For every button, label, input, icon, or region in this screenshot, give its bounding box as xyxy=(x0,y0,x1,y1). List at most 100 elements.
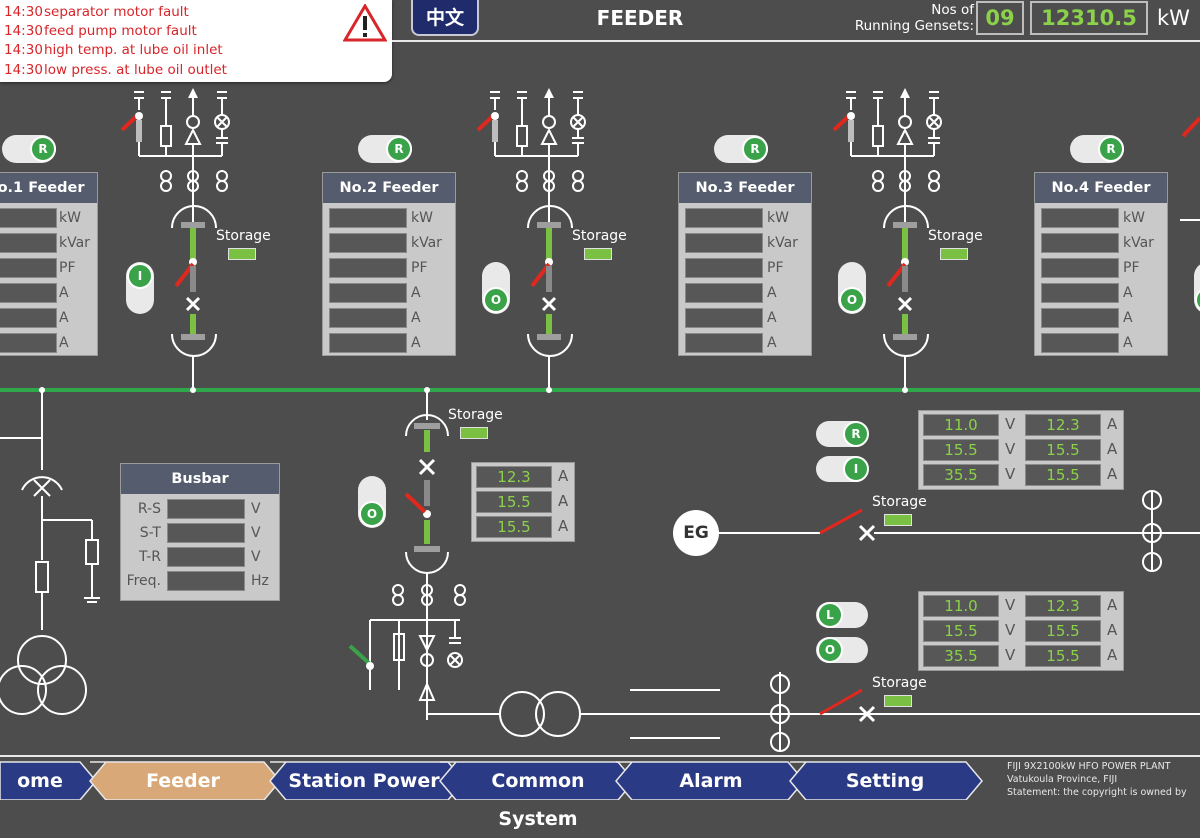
unit-label: A xyxy=(1123,285,1133,301)
feeder-1-remote-toggle[interactable]: R xyxy=(2,135,56,163)
feeder-panel-title: No.4 Feeder xyxy=(1035,173,1167,203)
alarm-item[interactable]: 14:30low press. at lube oil outlet xyxy=(4,62,227,78)
tab-alarm[interactable]: Alarm xyxy=(679,770,743,792)
current-value: 15.5 xyxy=(1025,645,1101,667)
feeder-value-pf xyxy=(1041,258,1119,278)
voltage-value: 11.0 xyxy=(923,595,999,617)
feeder-value-a xyxy=(1041,283,1119,303)
current-unit: A xyxy=(558,492,569,510)
eg-bottom-local-toggle[interactable]: L xyxy=(816,602,868,628)
feeder-panel-2: No.2 Feeder kW kVar PF A A A xyxy=(322,172,456,356)
storage-label: Storage xyxy=(448,407,503,423)
unit-label: A xyxy=(1123,310,1133,326)
feeder-value-kw xyxy=(329,208,407,228)
eg-top-remote-toggle[interactable]: R xyxy=(816,421,869,447)
warning-icon[interactable] xyxy=(343,4,387,42)
alarm-item[interactable]: 14:30high temp. at lube oil inlet xyxy=(4,42,223,58)
busbar-row-label: Freq. xyxy=(126,573,161,589)
incomer-breaker-toggle[interactable]: O xyxy=(358,476,386,528)
eg-top-meter: 11.0 V 12.3 A 15.5 V 15.5 A 35.5 V 15.5 … xyxy=(918,410,1124,490)
voltage-unit: V xyxy=(1005,415,1016,433)
alarm-item[interactable]: 14:30separator motor fault xyxy=(4,4,189,20)
feeder-4-remote-toggle[interactable]: R xyxy=(1070,135,1124,163)
feeder-3-remote-toggle[interactable]: R xyxy=(714,135,768,163)
busbar-unit: V xyxy=(251,549,261,565)
current-value: 12.3 xyxy=(1025,414,1101,436)
feeder-panel-1: No.1 Feeder kW kVar PF A A A xyxy=(0,172,98,356)
total-power-value: 12310.5 xyxy=(1030,1,1148,35)
tab-feeder[interactable]: Feeder xyxy=(146,770,220,792)
current-unit: A xyxy=(1107,596,1118,614)
feeder-2-breaker-toggle[interactable]: O xyxy=(482,262,510,314)
busbar-value xyxy=(167,499,245,519)
current-unit: A xyxy=(1107,415,1118,433)
feeder-value-kvar xyxy=(329,233,407,253)
feeder-value-pf xyxy=(685,258,763,278)
busbar-row-label: S-T xyxy=(139,525,161,541)
voltage-value: 35.5 xyxy=(923,464,999,486)
voltage-value: 11.0 xyxy=(923,414,999,436)
feeder-value-a xyxy=(329,333,407,353)
feeder-1-breaker-toggle[interactable]: I xyxy=(126,262,154,314)
total-power-unit: kW xyxy=(1157,6,1190,30)
feeder-3-breaker-toggle[interactable]: O xyxy=(838,262,866,314)
feeder-value-kvar xyxy=(685,233,763,253)
toggle-knob: R xyxy=(30,136,56,162)
eg-bottom-breaker-toggle[interactable]: O xyxy=(816,637,868,663)
storage-label: Storage xyxy=(572,228,627,244)
storage-indicator xyxy=(940,248,968,260)
eg-top-breaker-toggle[interactable]: I xyxy=(816,456,869,482)
current-unit: A xyxy=(1107,440,1118,458)
language-button[interactable]: 中文 xyxy=(411,0,479,36)
tab-station-power[interactable]: Station Power xyxy=(288,770,440,792)
feeder-value-a xyxy=(329,283,407,303)
unit-label: A xyxy=(767,285,777,301)
unit-label: kW xyxy=(767,210,789,226)
feeder-4-breaker-toggle[interactable]: O xyxy=(1194,262,1200,314)
current-unit: A xyxy=(558,517,569,535)
alarm-list[interactable]: 14:30separator motor fault 14:30feed pum… xyxy=(0,0,392,82)
unit-label: PF xyxy=(411,260,428,276)
busbar-unit: V xyxy=(251,501,261,517)
toggle-knob: I xyxy=(127,263,153,289)
busbar-title: Busbar xyxy=(121,464,279,494)
toggle-knob: O xyxy=(839,287,865,313)
current-value: 15.5 xyxy=(1025,439,1101,461)
emergency-generator-symbol[interactable]: EG xyxy=(673,510,719,556)
main-busbar-line xyxy=(0,388,1200,392)
toggle-knob: L xyxy=(817,602,843,628)
eg-bottom-meter: 11.0 V 12.3 A 15.5 V 15.5 A 35.5 V 15.5 … xyxy=(918,591,1124,671)
tab-home[interactable]: ome xyxy=(17,770,63,792)
feeder-value-pf xyxy=(0,258,57,278)
toggle-knob: O xyxy=(817,637,843,663)
unit-label: A xyxy=(411,285,421,301)
unit-label: PF xyxy=(59,260,76,276)
feeder-value-a xyxy=(0,308,57,328)
unit-label: A xyxy=(767,335,777,351)
page-title: FEEDER xyxy=(596,6,684,30)
current-unit: A xyxy=(1107,465,1118,483)
unit-label: A xyxy=(411,310,421,326)
busbar-value xyxy=(167,523,245,543)
current-unit: A xyxy=(558,467,569,485)
alarm-item[interactable]: 14:30feed pump motor fault xyxy=(4,23,197,39)
unit-label: PF xyxy=(1123,260,1140,276)
storage-indicator xyxy=(884,514,912,526)
unit-label: kW xyxy=(1123,210,1145,226)
feeder-panel-4: No.4 Feeder kW kVar PF A A A xyxy=(1034,172,1168,356)
tab-common-system[interactable]: Common System xyxy=(491,770,585,830)
storage-indicator xyxy=(460,427,488,439)
header-divider xyxy=(392,40,1200,42)
feeder-2-remote-toggle[interactable]: R xyxy=(358,135,412,163)
voltage-unit: V xyxy=(1005,596,1016,614)
voltage-unit: V xyxy=(1005,440,1016,458)
unit-label: kW xyxy=(59,210,81,226)
unit-label: kVar xyxy=(767,235,798,251)
voltage-unit: V xyxy=(1005,646,1016,664)
running-gensets-label: Nos of Running Gensets: xyxy=(854,2,974,34)
unit-label: kVar xyxy=(59,235,90,251)
tab-setting[interactable]: Setting xyxy=(845,770,925,792)
storage-indicator xyxy=(228,248,256,260)
current-value: 12.3 xyxy=(1025,595,1101,617)
running-gensets-count: 09 xyxy=(976,1,1024,35)
